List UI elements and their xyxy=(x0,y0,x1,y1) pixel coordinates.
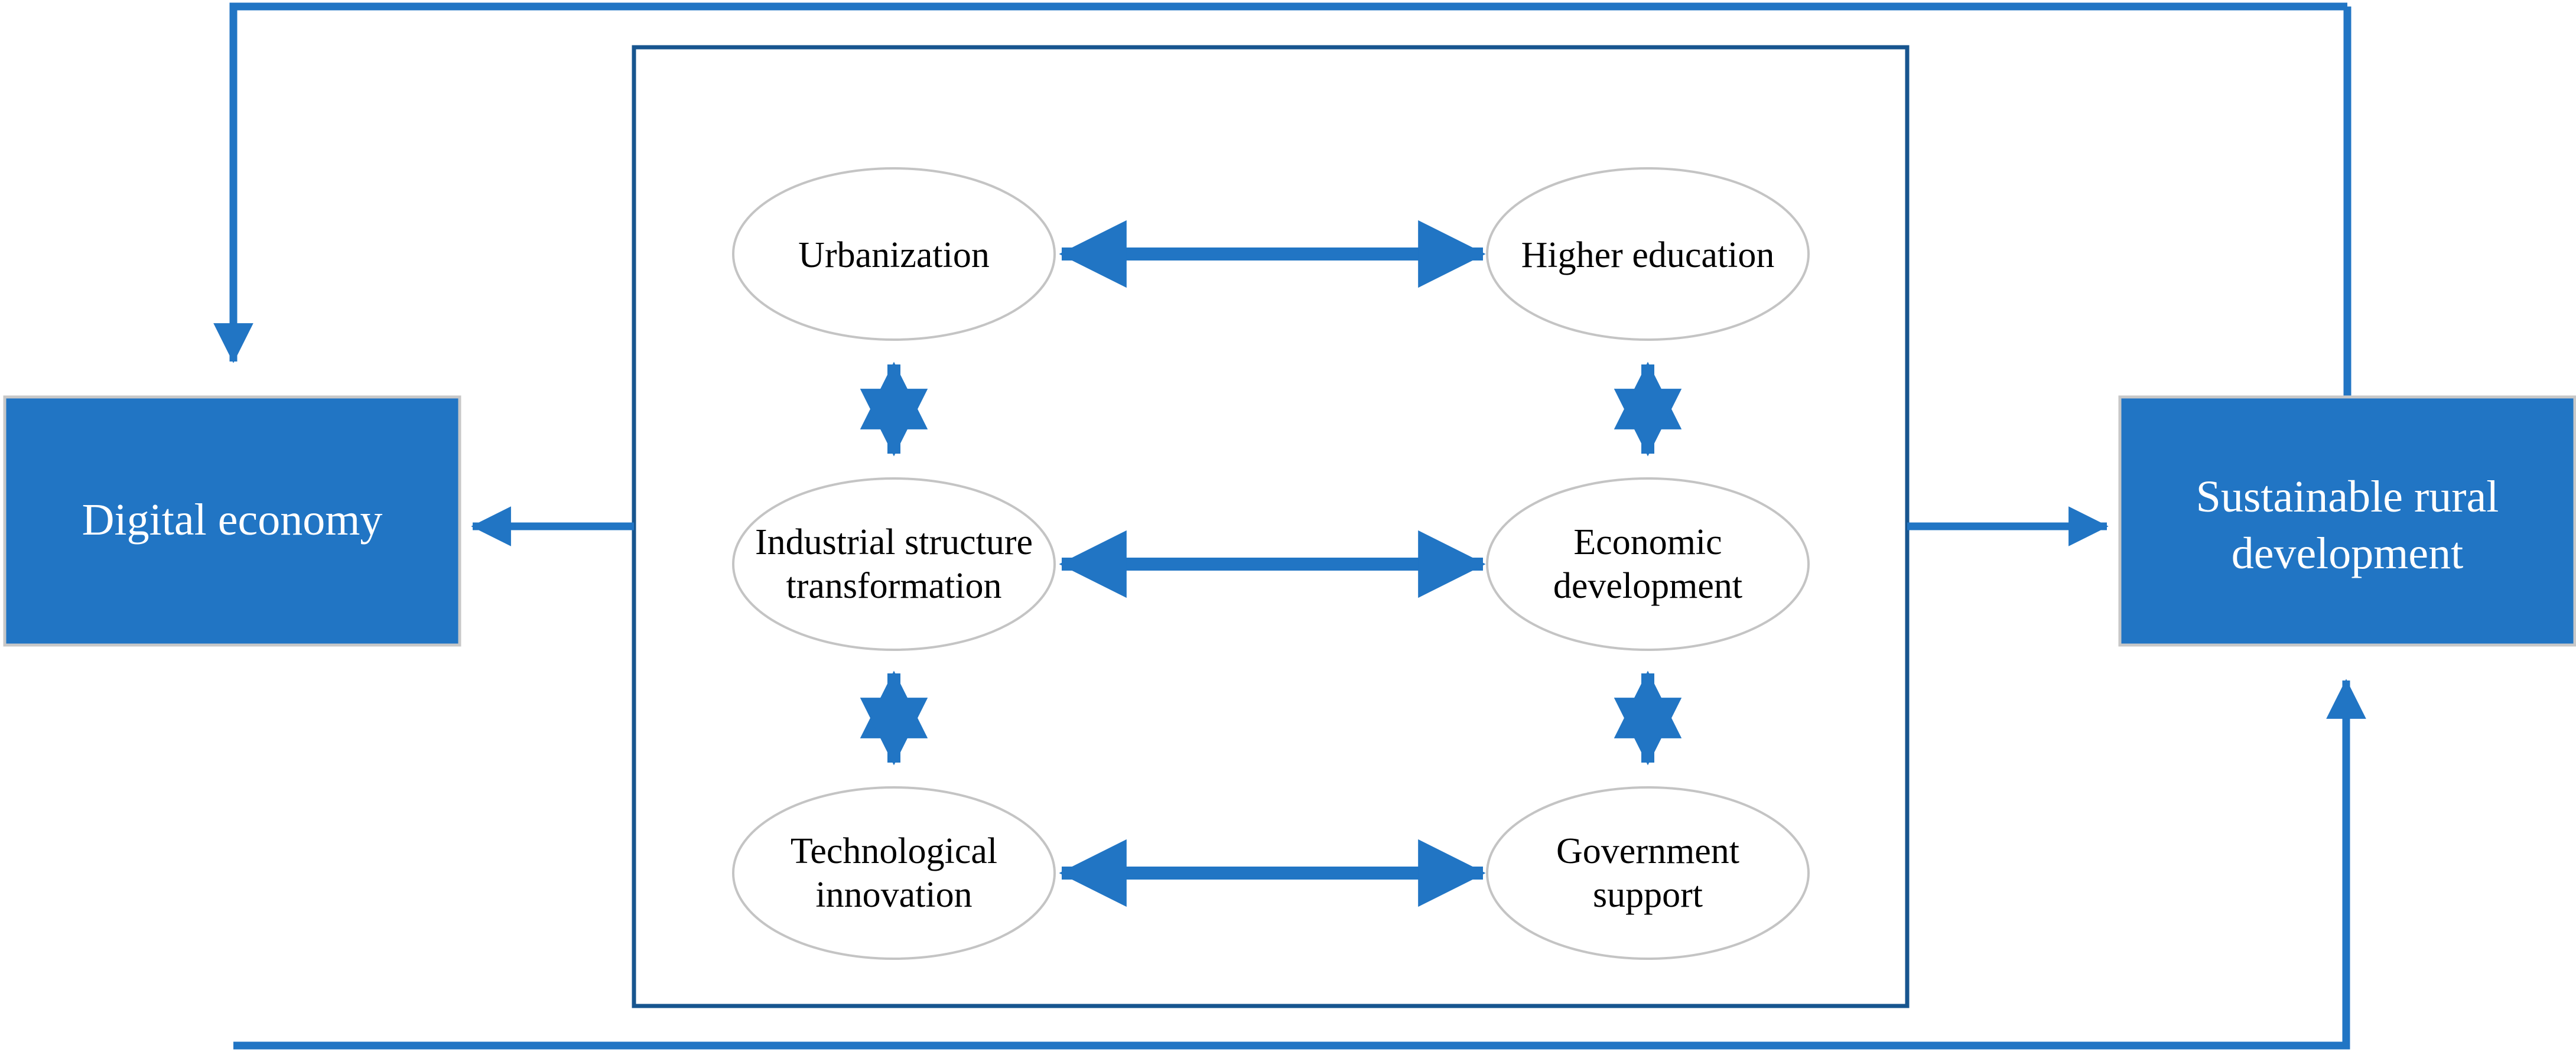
node-economic-development-label-line1: Economic xyxy=(1573,522,1722,562)
digital-economy-box-shape[interactable] xyxy=(3,395,461,647)
node-urbanization-shape[interactable] xyxy=(732,167,1056,341)
node-government-support-shape[interactable] xyxy=(1486,786,1810,960)
node-higher-education-shape[interactable] xyxy=(1486,167,1810,341)
node-economic-development-shape[interactable] xyxy=(1486,477,1810,651)
node-industrial-structure-transformation-label-line1: Industrial structure xyxy=(755,522,1033,562)
node-government-support-label-line1: Government xyxy=(1556,831,1739,871)
digital-economy-label: Digital economy xyxy=(82,495,383,545)
node-government-support[interactable]: Government support xyxy=(1486,786,1810,960)
node-industrial-structure-transformation-shape[interactable] xyxy=(732,477,1056,651)
node-government-support-label-line2: support xyxy=(1593,875,1703,915)
sustainable-rural-development-label-line1: Sustainable rural xyxy=(2196,472,2499,522)
sustainable-rural-development-label-line2: development xyxy=(2232,529,2464,578)
bottom-loop-to-sustainable-rural-development-arrow xyxy=(233,679,2366,1050)
node-urbanization[interactable]: Urbanization xyxy=(732,167,1056,341)
node-industrial-structure-transformation-label-line2: transformation xyxy=(786,566,1001,606)
sustainable-rural-development-box-shape[interactable] xyxy=(2118,395,2576,647)
node-technological-innovation-label-line1: Technological xyxy=(791,831,997,871)
node-industrial-structure-transformation[interactable]: Industrial structure transformation xyxy=(732,477,1056,651)
outer-loop-top xyxy=(213,2,2347,363)
node-technological-innovation-shape[interactable] xyxy=(732,786,1056,960)
node-technological-innovation[interactable]: Technological innovation xyxy=(732,786,1056,960)
node-higher-education-label: Higher education xyxy=(1521,235,1775,275)
node-economic-development-label-line2: development xyxy=(1553,566,1742,606)
outer-loop-bottom xyxy=(233,679,2366,1050)
node-economic-development[interactable]: Economic development xyxy=(1486,477,1810,651)
node-higher-education[interactable]: Higher education xyxy=(1486,167,1810,341)
node-urbanization-label: Urbanization xyxy=(798,235,990,275)
sustainable-rural-development-box[interactable]: Sustainable rural development xyxy=(2118,395,2576,647)
top-loop-to-digital-economy-arrow xyxy=(213,2,2347,363)
node-technological-innovation-label-line2: innovation xyxy=(815,875,972,915)
digital-economy-box[interactable]: Digital economy xyxy=(3,395,461,647)
